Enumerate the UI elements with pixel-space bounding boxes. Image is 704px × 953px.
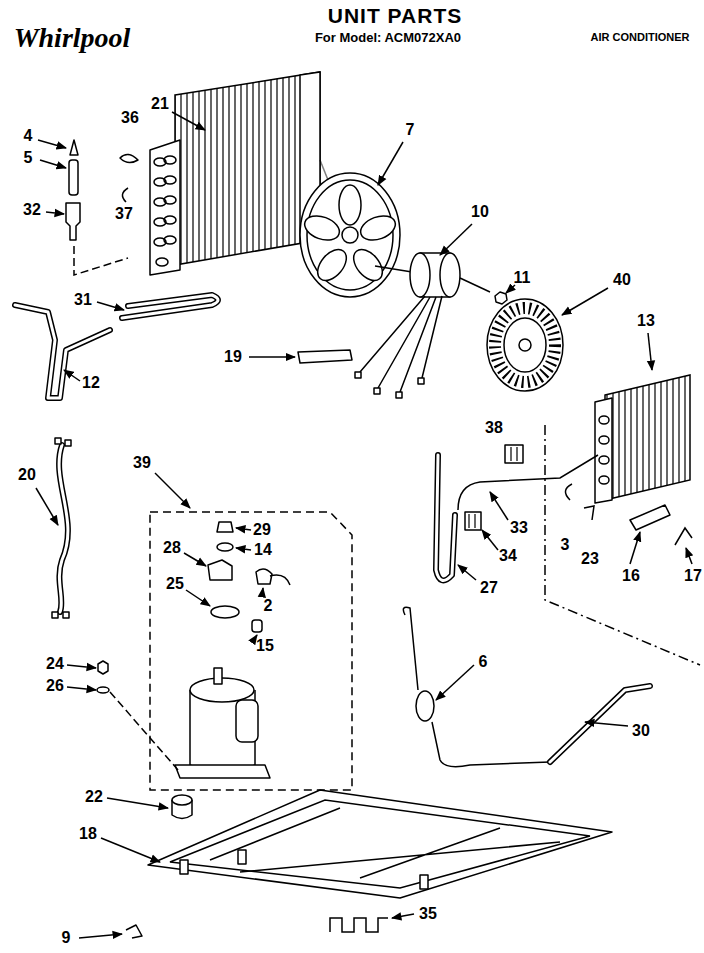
callout-number: 16 [622,568,640,584]
strainer-part [416,691,434,721]
plate-part [630,505,670,530]
callout-number: 29 [253,522,271,538]
callout-number: 30 [632,723,650,739]
cap-part [70,140,78,155]
callout-number: 39 [133,455,151,471]
callout-number: 5 [24,150,33,166]
callout-number: 31 [74,292,92,308]
base-pan [148,790,612,898]
coil-end-plate [150,140,180,275]
screw-part [675,528,692,545]
clip-part [122,188,128,202]
clip-part [120,154,138,162]
callout-number: 37 [115,206,133,222]
callout-number: 10 [471,204,489,220]
callout-number: 20 [18,467,36,483]
callout-number: 19 [224,349,242,365]
callout-number: 14 [254,542,272,558]
callout-number: 17 [684,568,702,584]
callout-number: 38 [485,420,503,436]
callout-number: 24 [46,656,64,672]
brand-logo: Whirlpool [14,24,131,52]
callout-number: 15 [256,638,274,654]
callout-number: 34 [499,548,517,564]
callout-number: 40 [613,272,631,288]
assembly-line [74,246,128,275]
callout-number: 23 [581,551,599,567]
callout-number: 33 [510,520,528,536]
bracket-part [298,350,352,363]
callout-number: 7 [406,122,415,138]
callout-number: 21 [151,96,169,112]
callout-number: 3 [561,537,570,553]
fitting-part [66,203,80,240]
callout-number: 22 [85,789,103,805]
clip-part [565,484,572,500]
pad-part [465,512,481,530]
callout-number: 36 [121,110,139,126]
callout-number: 26 [46,678,64,694]
callout-number: 25 [166,576,184,592]
leader-lines [36,112,692,938]
page-title: UNIT PARTS [328,5,462,26]
evaporator-coil [605,375,690,500]
clip-part [584,506,594,520]
nut-part [495,292,507,304]
callout-number: 4 [24,128,33,144]
motor-part [355,253,490,398]
callout-number: 12 [82,375,100,391]
header-text: AIR CONDITIONER [591,32,690,43]
callout-number: 27 [480,580,498,596]
group-outline [150,512,352,790]
callout-number: 18 [79,826,97,842]
callout-number: 6 [479,654,488,670]
blower-wheel [487,299,563,391]
callout-number: 13 [637,313,655,329]
header-text: For Model: ACM072XA0 [315,31,461,44]
callout-number: 35 [419,906,437,922]
callout-number: 28 [163,540,181,556]
callout-number: 11 [514,270,531,286]
fan-part [300,173,400,297]
pad-part [505,445,523,463]
valve-part [69,160,78,195]
callout-number: 32 [23,202,41,218]
condenser-coil [175,72,320,265]
tube-bends [154,156,176,266]
callout-number: 9 [62,930,71,946]
callout-number: 2 [264,598,273,614]
